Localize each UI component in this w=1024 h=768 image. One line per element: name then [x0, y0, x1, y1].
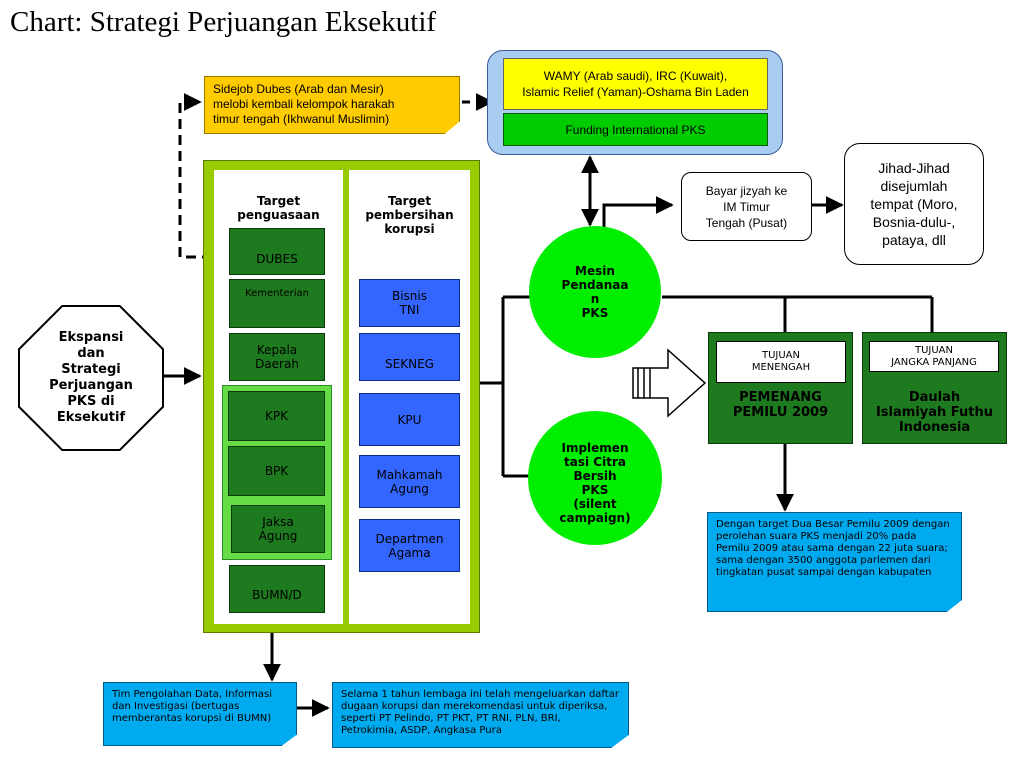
- mesin-to-jizyah: [602, 196, 674, 230]
- octagon-label: Ekspansi dan Strategi Perjuangan PKS di …: [20, 307, 162, 449]
- selama-note: Selama 1 tahun lembaga ini telah mengelu…: [332, 682, 629, 748]
- big-arrow-stripes: [637, 368, 651, 398]
- bayar-jizyah-box: Bayar jizyah ke IM Timur Tengah (Pusat): [681, 172, 812, 241]
- penguasaan-item-kementerian: Kementerian: [229, 279, 325, 328]
- pembersihan-item-bisnis-tni: Bisnis TNI: [359, 279, 460, 327]
- page-title: Chart: Strategi Perjuangan Eksekutif: [10, 6, 437, 38]
- tujuan-panjang-label: TUJUAN JANGKA PANJANG: [869, 341, 999, 372]
- penguasaan-heading: Target penguasaan: [237, 194, 320, 222]
- sidejob-note: Sidejob Dubes (Arab dan Mesir) melobi ke…: [204, 76, 460, 134]
- pembersihan-item-sekneg: SEKNEG: [359, 333, 460, 381]
- penguasaan-item-bumn: BUMN/D: [229, 565, 325, 613]
- mesin-to-tujuan: [662, 295, 934, 332]
- tujuan-menengah-label: TUJUAN MENENGAH: [716, 341, 846, 383]
- implementasi-citra-circle: Implemen tasi Citra Bersih PKS (silent c…: [528, 411, 662, 545]
- target-pemilu-note: Dengan target Dua Besar Pemilu 2009 deng…: [707, 512, 962, 612]
- tujuan-menengah-result: PEMENANG PEMILU 2009: [732, 390, 829, 420]
- penguasaan-item-bpk: BPK: [228, 446, 325, 496]
- funding-international-box: Funding International PKS: [503, 113, 768, 146]
- big-outline-arrow: [632, 348, 707, 418]
- penguasaan-item-kpk: KPK: [228, 391, 325, 441]
- funding-sources-box: WAMY (Arab saudi), IRC (Kuwait), Islamic…: [503, 58, 768, 110]
- frame-to-circles: [480, 295, 530, 478]
- pembersihan-item-departmen-agama: Departmen Agama: [359, 519, 460, 572]
- ekspansi-octagon: Ekspansi dan Strategi Perjuangan PKS di …: [18, 305, 164, 451]
- tim-pengolahan-note: Tim Pengolahan Data, Informasi dan Inves…: [103, 682, 297, 746]
- penguasaan-item-kepala-daerah: Kepala Daerah: [229, 333, 325, 381]
- pembersihan-item-kpu: KPU: [359, 393, 460, 446]
- pembersihan-item-mahkamah-agung: Mahkamah Agung: [359, 455, 460, 508]
- pembersihan-heading: Target pembersihan korupsi: [365, 194, 454, 236]
- penguasaan-item-dubes: DUBES: [229, 228, 325, 275]
- mesin-pendanaan-circle: Mesin Pendanaa n PKS: [529, 226, 661, 358]
- tujuan-panjang-result: Daulah Islamiyah Futhu Indonesia: [875, 390, 994, 435]
- penguasaan-item-jaksa-agung: Jaksa Agung: [231, 505, 325, 553]
- jihad-box: Jihad-Jihad disejumlah tempat (Moro, Bos…: [844, 143, 984, 265]
